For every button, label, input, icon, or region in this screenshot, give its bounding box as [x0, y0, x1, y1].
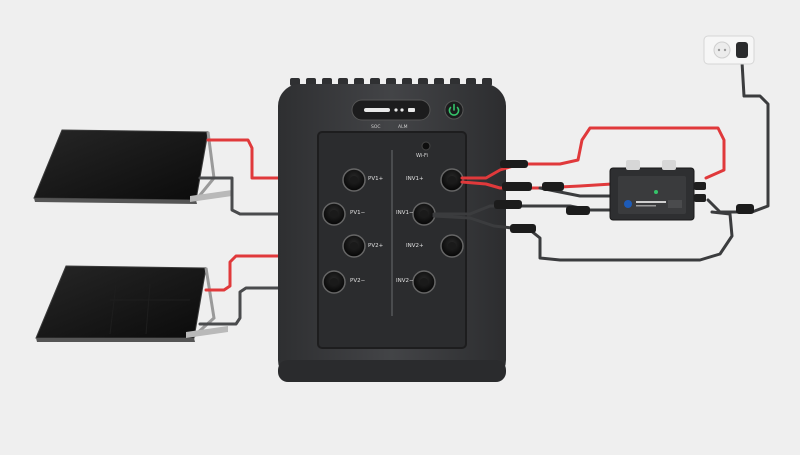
port-inv2-plus[interactable]	[440, 234, 464, 258]
power-icon	[448, 103, 460, 116]
solar-panel-1	[33, 129, 232, 204]
label-pv1-plus: PV1+	[368, 176, 384, 182]
label-pv2-plus: PV2+	[368, 243, 384, 249]
port-inv2-minus[interactable]	[412, 270, 436, 294]
label-pv1-minus: PV1−	[350, 210, 366, 216]
port-pv2-minus[interactable]	[322, 270, 346, 294]
soc-label: SOC	[371, 124, 381, 130]
micro-inverter	[609, 160, 706, 221]
power-button[interactable]	[444, 100, 464, 120]
port-pv1-minus[interactable]	[322, 202, 346, 226]
wall-socket-icon	[713, 41, 731, 59]
port-pv1-plus[interactable]	[342, 168, 366, 192]
port-inv1-minus[interactable]	[412, 202, 436, 226]
wifi-antenna-icon	[421, 141, 431, 151]
status-display: SOC ALM	[351, 99, 431, 130]
label-inv1-plus: INV1+	[406, 176, 424, 182]
wifi-label: Wi-Fi	[416, 153, 428, 159]
port-pv2-plus[interactable]	[342, 234, 366, 258]
storage-unit: SOC ALM Wi-Fi PV1+ PV1−	[278, 78, 506, 382]
wall-socket	[703, 35, 755, 65]
solar-panel-2	[35, 265, 228, 342]
label-pv2-minus: PV2−	[350, 278, 366, 284]
inverter-logo-icon	[624, 200, 632, 208]
inverter-cables	[432, 60, 770, 262]
label-inv1-minus: INV1−	[396, 210, 414, 216]
port-inv1-plus[interactable]	[440, 168, 464, 192]
label-inv2-plus: INV2+	[406, 243, 424, 249]
label-inv2-minus: INV2−	[396, 278, 414, 284]
alm-label: ALM	[398, 124, 408, 130]
